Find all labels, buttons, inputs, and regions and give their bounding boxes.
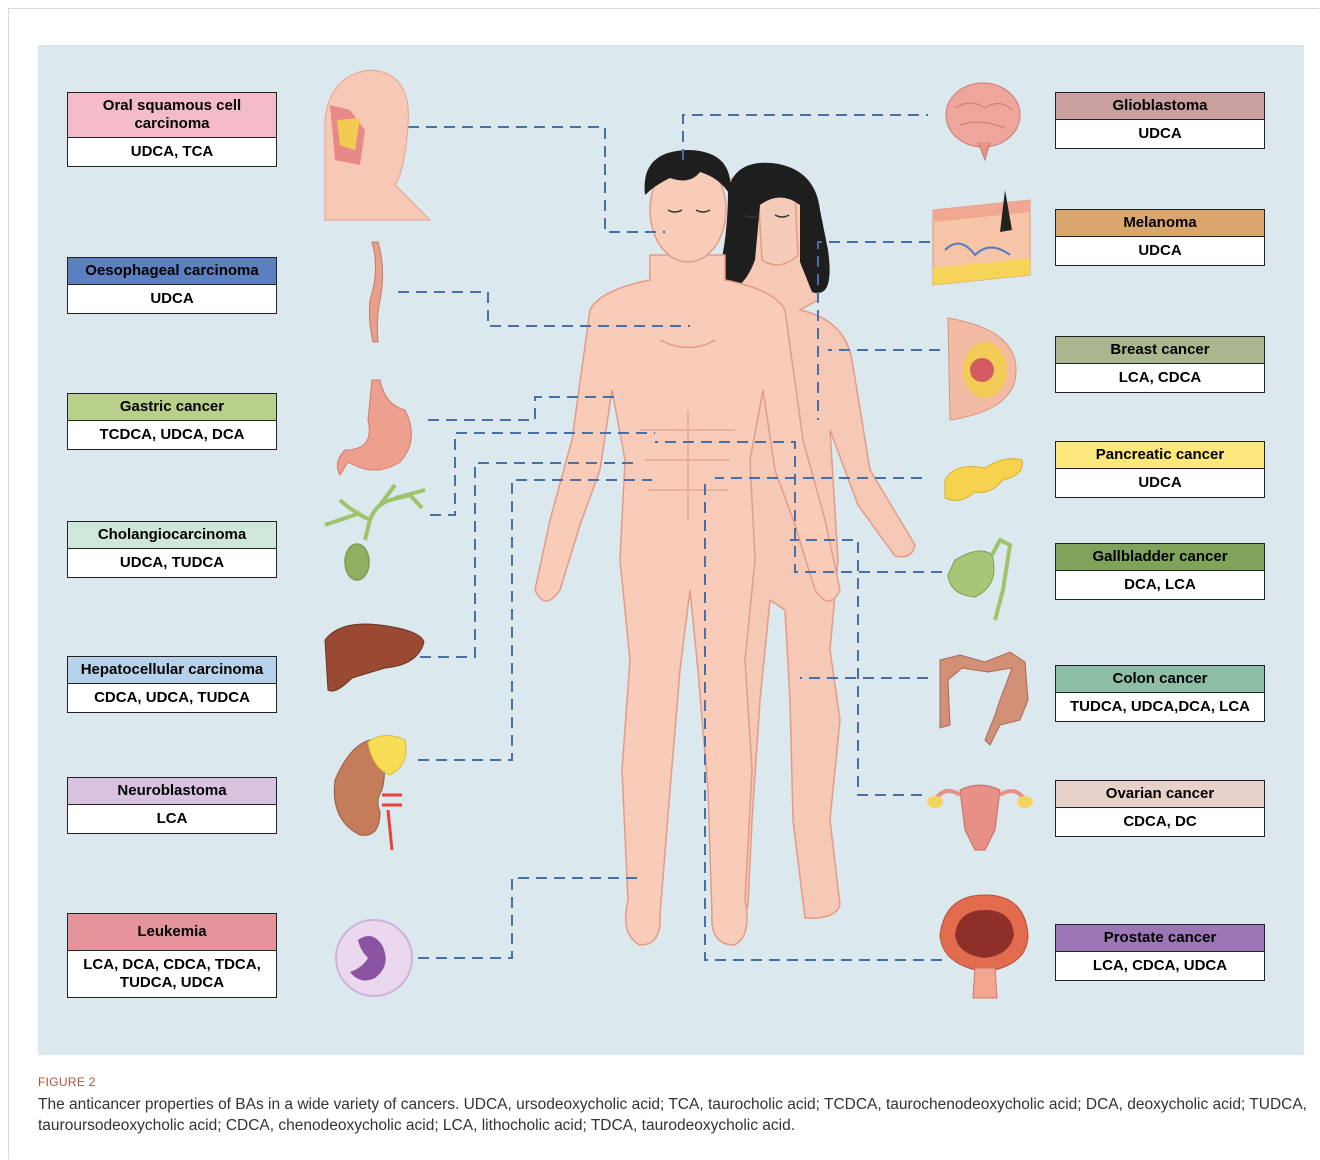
gallbladder-icon: [948, 540, 1010, 620]
box-colon-cancer: Colon cancer TUDCA, UDCA,DCA, LCA: [1055, 665, 1265, 722]
brain-icon: [946, 83, 1020, 160]
box-title: Oral squamous cell carcinoma: [68, 93, 276, 138]
box-acids: LCA, CDCA, UDCA: [1056, 952, 1264, 980]
box-title: Leukemia: [68, 914, 276, 951]
box-title: Gallbladder cancer: [1056, 544, 1264, 571]
box-title: Glioblastoma: [1056, 93, 1264, 120]
box-title: Oesophageal carcinoma: [68, 258, 276, 285]
box-acids: CDCA, DC: [1056, 808, 1264, 836]
colon-icon: [940, 652, 1028, 745]
box-acids: UDCA: [68, 285, 276, 313]
box-title: Colon cancer: [1056, 666, 1264, 693]
bile-duct-icon: [325, 485, 425, 580]
box-acids: TCDCA, UDCA, DCA: [68, 421, 276, 449]
box-acids: LCA, DCA, CDCA, TDCA, TUDCA, UDCA: [68, 951, 276, 997]
box-leukemia: Leukemia LCA, DCA, CDCA, TDCA, TUDCA, UD…: [67, 913, 277, 998]
box-title: Pancreatic cancer: [1056, 442, 1264, 469]
box-neuroblastoma: Neuroblastoma LCA: [67, 777, 277, 834]
box-gallbladder-cancer: Gallbladder cancer DCA, LCA: [1055, 543, 1265, 600]
box-oral-squamous-cell-carcinoma: Oral squamous cell carcinoma UDCA, TCA: [67, 92, 277, 167]
box-title: Ovarian cancer: [1056, 781, 1264, 808]
box-glioblastoma: Glioblastoma UDCA: [1055, 92, 1265, 149]
box-hepatocellular-carcinoma: Hepatocellular carcinoma CDCA, UDCA, TUD…: [67, 656, 277, 713]
box-acids: UDCA: [1056, 469, 1264, 497]
box-acids: TUDCA, UDCA,DCA, LCA: [1056, 693, 1264, 721]
stomach-icon: [337, 380, 411, 475]
box-acids: DCA, LCA: [1056, 571, 1264, 599]
figure-caption: The anticancer properties of BAs in a wi…: [38, 1094, 1308, 1136]
box-prostate-cancer: Prostate cancer LCA, CDCA, UDCA: [1055, 924, 1265, 981]
prostate-icon: [940, 895, 1028, 998]
box-acids: LCA: [68, 805, 276, 833]
box-title: Hepatocellular carcinoma: [68, 657, 276, 684]
pancreas-icon: [945, 459, 1022, 501]
figure-label: FIGURE 2: [38, 1075, 96, 1089]
box-acids: LCA, CDCA: [1056, 364, 1264, 392]
box-title: Breast cancer: [1056, 337, 1264, 364]
liver-icon: [325, 624, 424, 691]
box-acids: UDCA, TUDCA: [68, 549, 276, 577]
box-melanoma: Melanoma UDCA: [1055, 209, 1265, 266]
box-acids: UDCA, TCA: [68, 138, 276, 166]
head-profile-icon: [325, 70, 430, 220]
box-title: Gastric cancer: [68, 394, 276, 421]
box-title: Melanoma: [1056, 210, 1264, 237]
box-acids: UDCA: [1056, 120, 1264, 148]
uterus-ovary-icon: [927, 785, 1033, 850]
breast-icon: [948, 318, 1016, 420]
box-title: Cholangiocarcinoma: [68, 522, 276, 549]
box-gastric-cancer: Gastric cancer TCDCA, UDCA, DCA: [67, 393, 277, 450]
skin-icon: [933, 190, 1030, 285]
white-blood-cell-icon: [336, 920, 412, 996]
box-pancreatic-cancer: Pancreatic cancer UDCA: [1055, 441, 1265, 498]
box-acids: CDCA, UDCA, TUDCA: [68, 684, 276, 712]
oesophagus-icon: [369, 242, 382, 342]
box-breast-cancer: Breast cancer LCA, CDCA: [1055, 336, 1265, 393]
box-oesophageal-carcinoma: Oesophageal carcinoma UDCA: [67, 257, 277, 314]
box-title: Neuroblastoma: [68, 778, 276, 805]
kidney-adrenal-icon: [334, 735, 406, 850]
box-title: Prostate cancer: [1056, 925, 1264, 952]
box-cholangiocarcinoma: Cholangiocarcinoma UDCA, TUDCA: [67, 521, 277, 578]
box-ovarian-cancer: Ovarian cancer CDCA, DC: [1055, 780, 1265, 837]
box-acids: UDCA: [1056, 237, 1264, 265]
